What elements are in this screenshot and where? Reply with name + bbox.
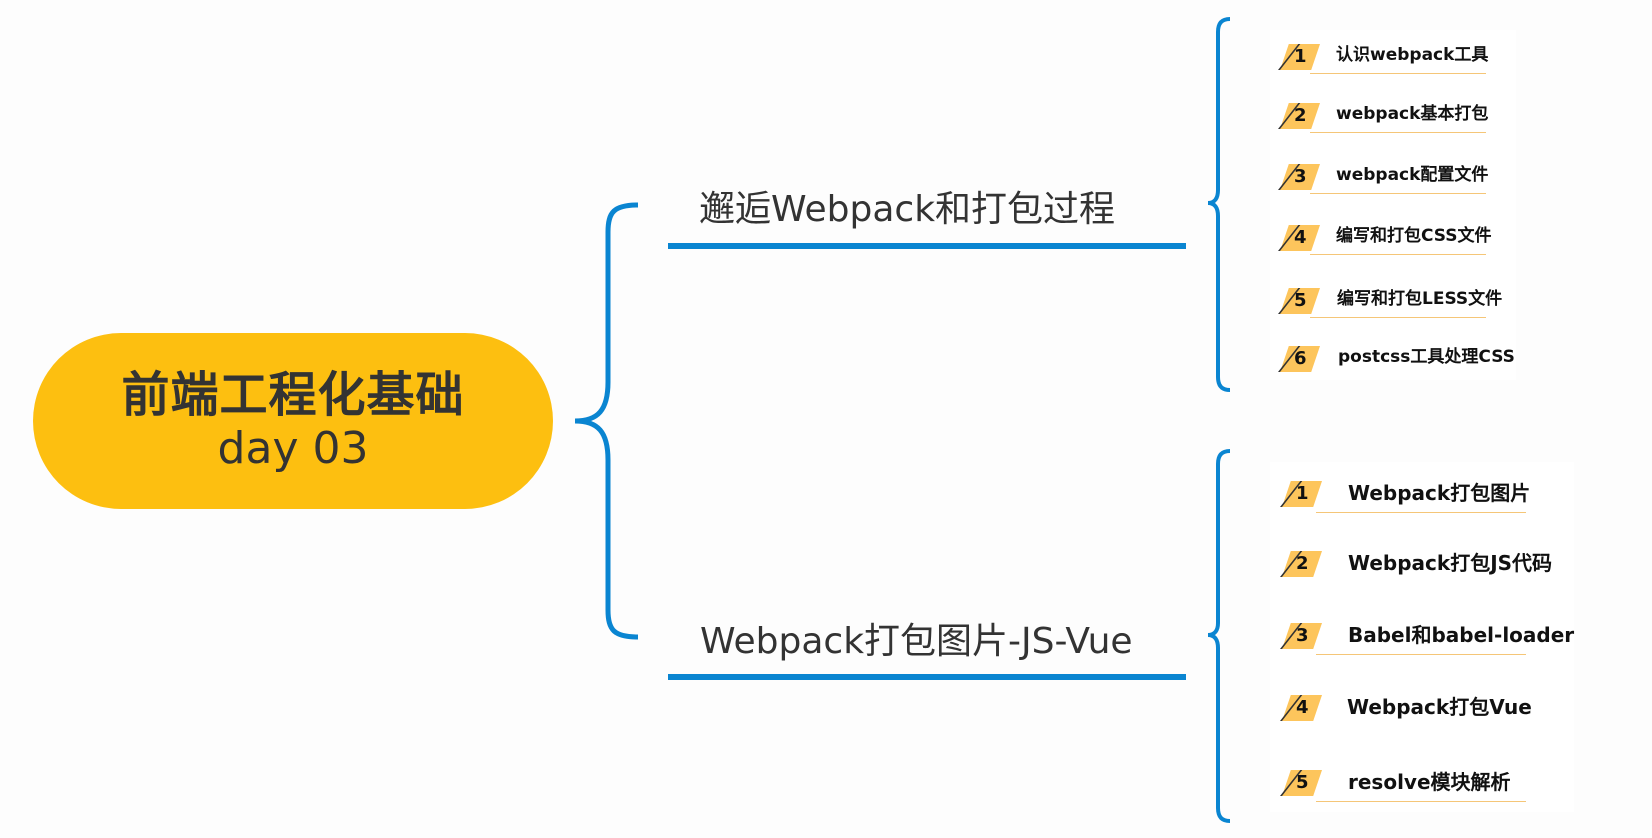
branch-2-brace: [1207, 449, 1231, 823]
number-badge: 6: [1278, 346, 1324, 372]
list-item: 5 编写和打包LESS文件: [1278, 284, 1516, 318]
list-item: 1 认识webpack工具: [1278, 40, 1516, 74]
branch-2-items: 1 Webpack打包图片 2 Webpack打包JS代码 3 Babel和ba…: [1270, 462, 1574, 812]
list-item: 2 Webpack打包JS代码: [1280, 547, 1572, 581]
list-item: 3 webpack配置文件: [1278, 160, 1516, 194]
item-label: resolve模块解析: [1348, 770, 1511, 794]
list-item: 1 Webpack打包图片: [1280, 477, 1572, 513]
branch-1-brace: [1207, 17, 1231, 392]
item-label: 编写和打包CSS文件: [1336, 226, 1492, 246]
number-badge: 5: [1280, 770, 1326, 796]
item-label: Webpack打包JS代码: [1348, 551, 1553, 575]
item-label: 编写和打包LESS文件: [1337, 289, 1503, 309]
root-subtitle: day 03: [217, 423, 369, 474]
list-item: 3 Babel和babel-loader: [1280, 619, 1575, 655]
item-label: Webpack打包Vue: [1347, 695, 1532, 719]
root-title: 前端工程化基础: [121, 367, 465, 423]
root-brace: [574, 202, 639, 640]
list-item: 4 编写和打包CSS文件: [1278, 221, 1516, 255]
item-label: postcss工具处理CSS: [1338, 347, 1515, 367]
number-badge: 3: [1280, 623, 1326, 649]
list-item: 6 postcss工具处理CSS: [1278, 342, 1516, 376]
item-label: 认识webpack工具: [1336, 45, 1489, 65]
item-label: Babel和babel-loader: [1348, 623, 1575, 647]
item-label: webpack配置文件: [1336, 165, 1489, 185]
list-item: 4 Webpack打包Vue: [1280, 691, 1572, 725]
number-badge: 4: [1280, 695, 1326, 721]
item-label: Webpack打包图片: [1348, 481, 1531, 505]
number-badge: 2: [1280, 551, 1326, 577]
number-badge: 3: [1278, 164, 1324, 190]
number-badge: 1: [1278, 44, 1324, 70]
item-label: webpack基本打包: [1336, 104, 1489, 124]
number-badge: 1: [1280, 481, 1326, 507]
list-item: 2 webpack基本打包: [1278, 99, 1516, 133]
number-badge: 5: [1278, 288, 1324, 314]
root-topic: 前端工程化基础 day 03: [33, 333, 553, 509]
branch-2-label: Webpack打包图片-JS-Vue: [700, 621, 1133, 662]
branch-1-label: 邂逅Webpack和打包过程: [699, 189, 1116, 230]
branch-1-items: 1 认识webpack工具 2 webpack基本打包 3 webpack配置文…: [1270, 30, 1516, 380]
list-item: 5 resolve模块解析: [1280, 766, 1572, 802]
number-badge: 2: [1278, 103, 1324, 129]
number-badge: 4: [1278, 225, 1324, 251]
